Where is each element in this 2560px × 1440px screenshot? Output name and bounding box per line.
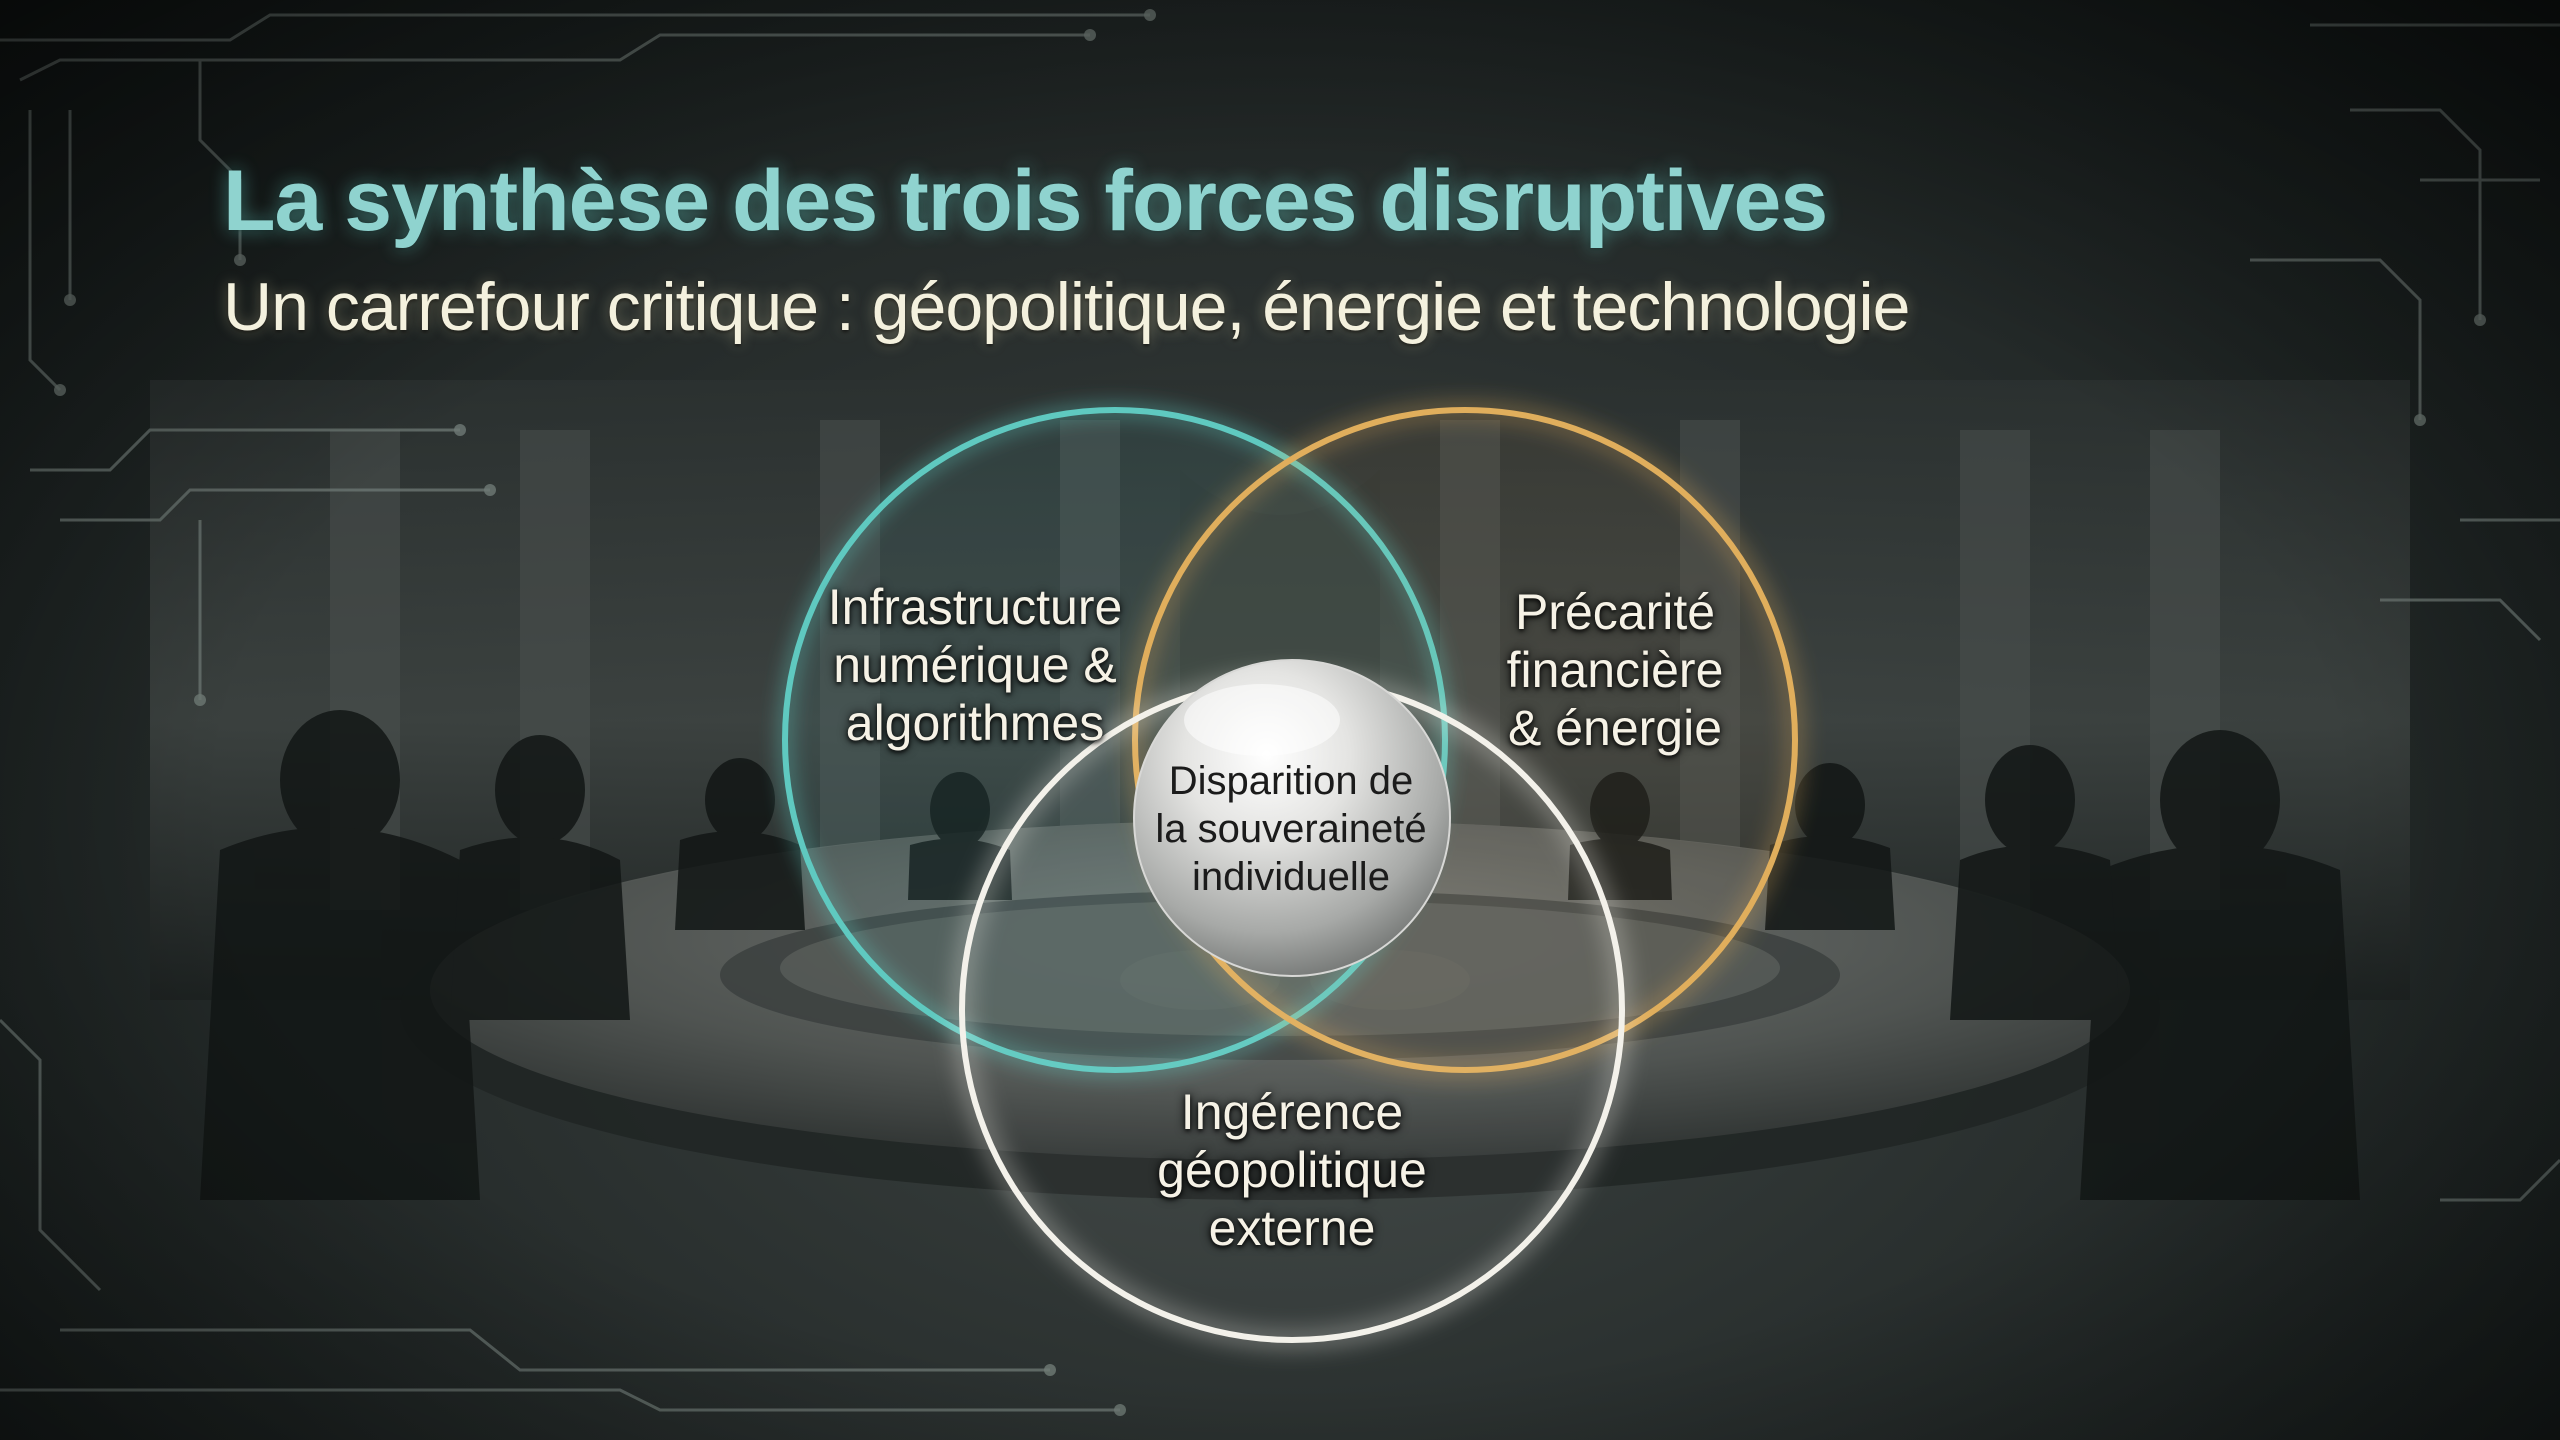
- venn-circle-finance-energy: [1132, 407, 1798, 1073]
- label-finance-energy-line: financière: [1506, 642, 1724, 698]
- label-geopolitics: Ingérence géopolitique externe: [1137, 1083, 1447, 1257]
- sphere-highlight: [1184, 684, 1340, 756]
- label-technology-line: Infrastructure: [827, 579, 1123, 635]
- label-center-line: individuelle: [1192, 855, 1390, 899]
- label-technology-line: numérique &: [833, 637, 1117, 693]
- label-center-intersection: Disparition de la souveraineté individue…: [1131, 757, 1451, 901]
- label-technology-line: algorithmes: [845, 695, 1105, 751]
- label-finance-energy-line: & énergie: [1507, 700, 1723, 756]
- label-geopolitics-line: géopolitique: [1157, 1142, 1427, 1198]
- label-center-line: Disparition de: [1168, 759, 1414, 803]
- label-center-line: la souveraineté: [1155, 807, 1427, 851]
- label-geopolitics-line: externe: [1208, 1200, 1376, 1256]
- label-finance-energy: Précarité financière & énergie: [1465, 583, 1765, 757]
- label-finance-energy-line: Précarité: [1514, 584, 1716, 640]
- label-geopolitics-line: Ingérence: [1180, 1084, 1404, 1140]
- label-technology: Infrastructure numérique & algorithmes: [805, 578, 1145, 752]
- slide-title: La synthèse des trois forces disruptives: [223, 153, 1828, 249]
- slide-subtitle: Un carrefour critique : géopolitique, én…: [223, 269, 1910, 345]
